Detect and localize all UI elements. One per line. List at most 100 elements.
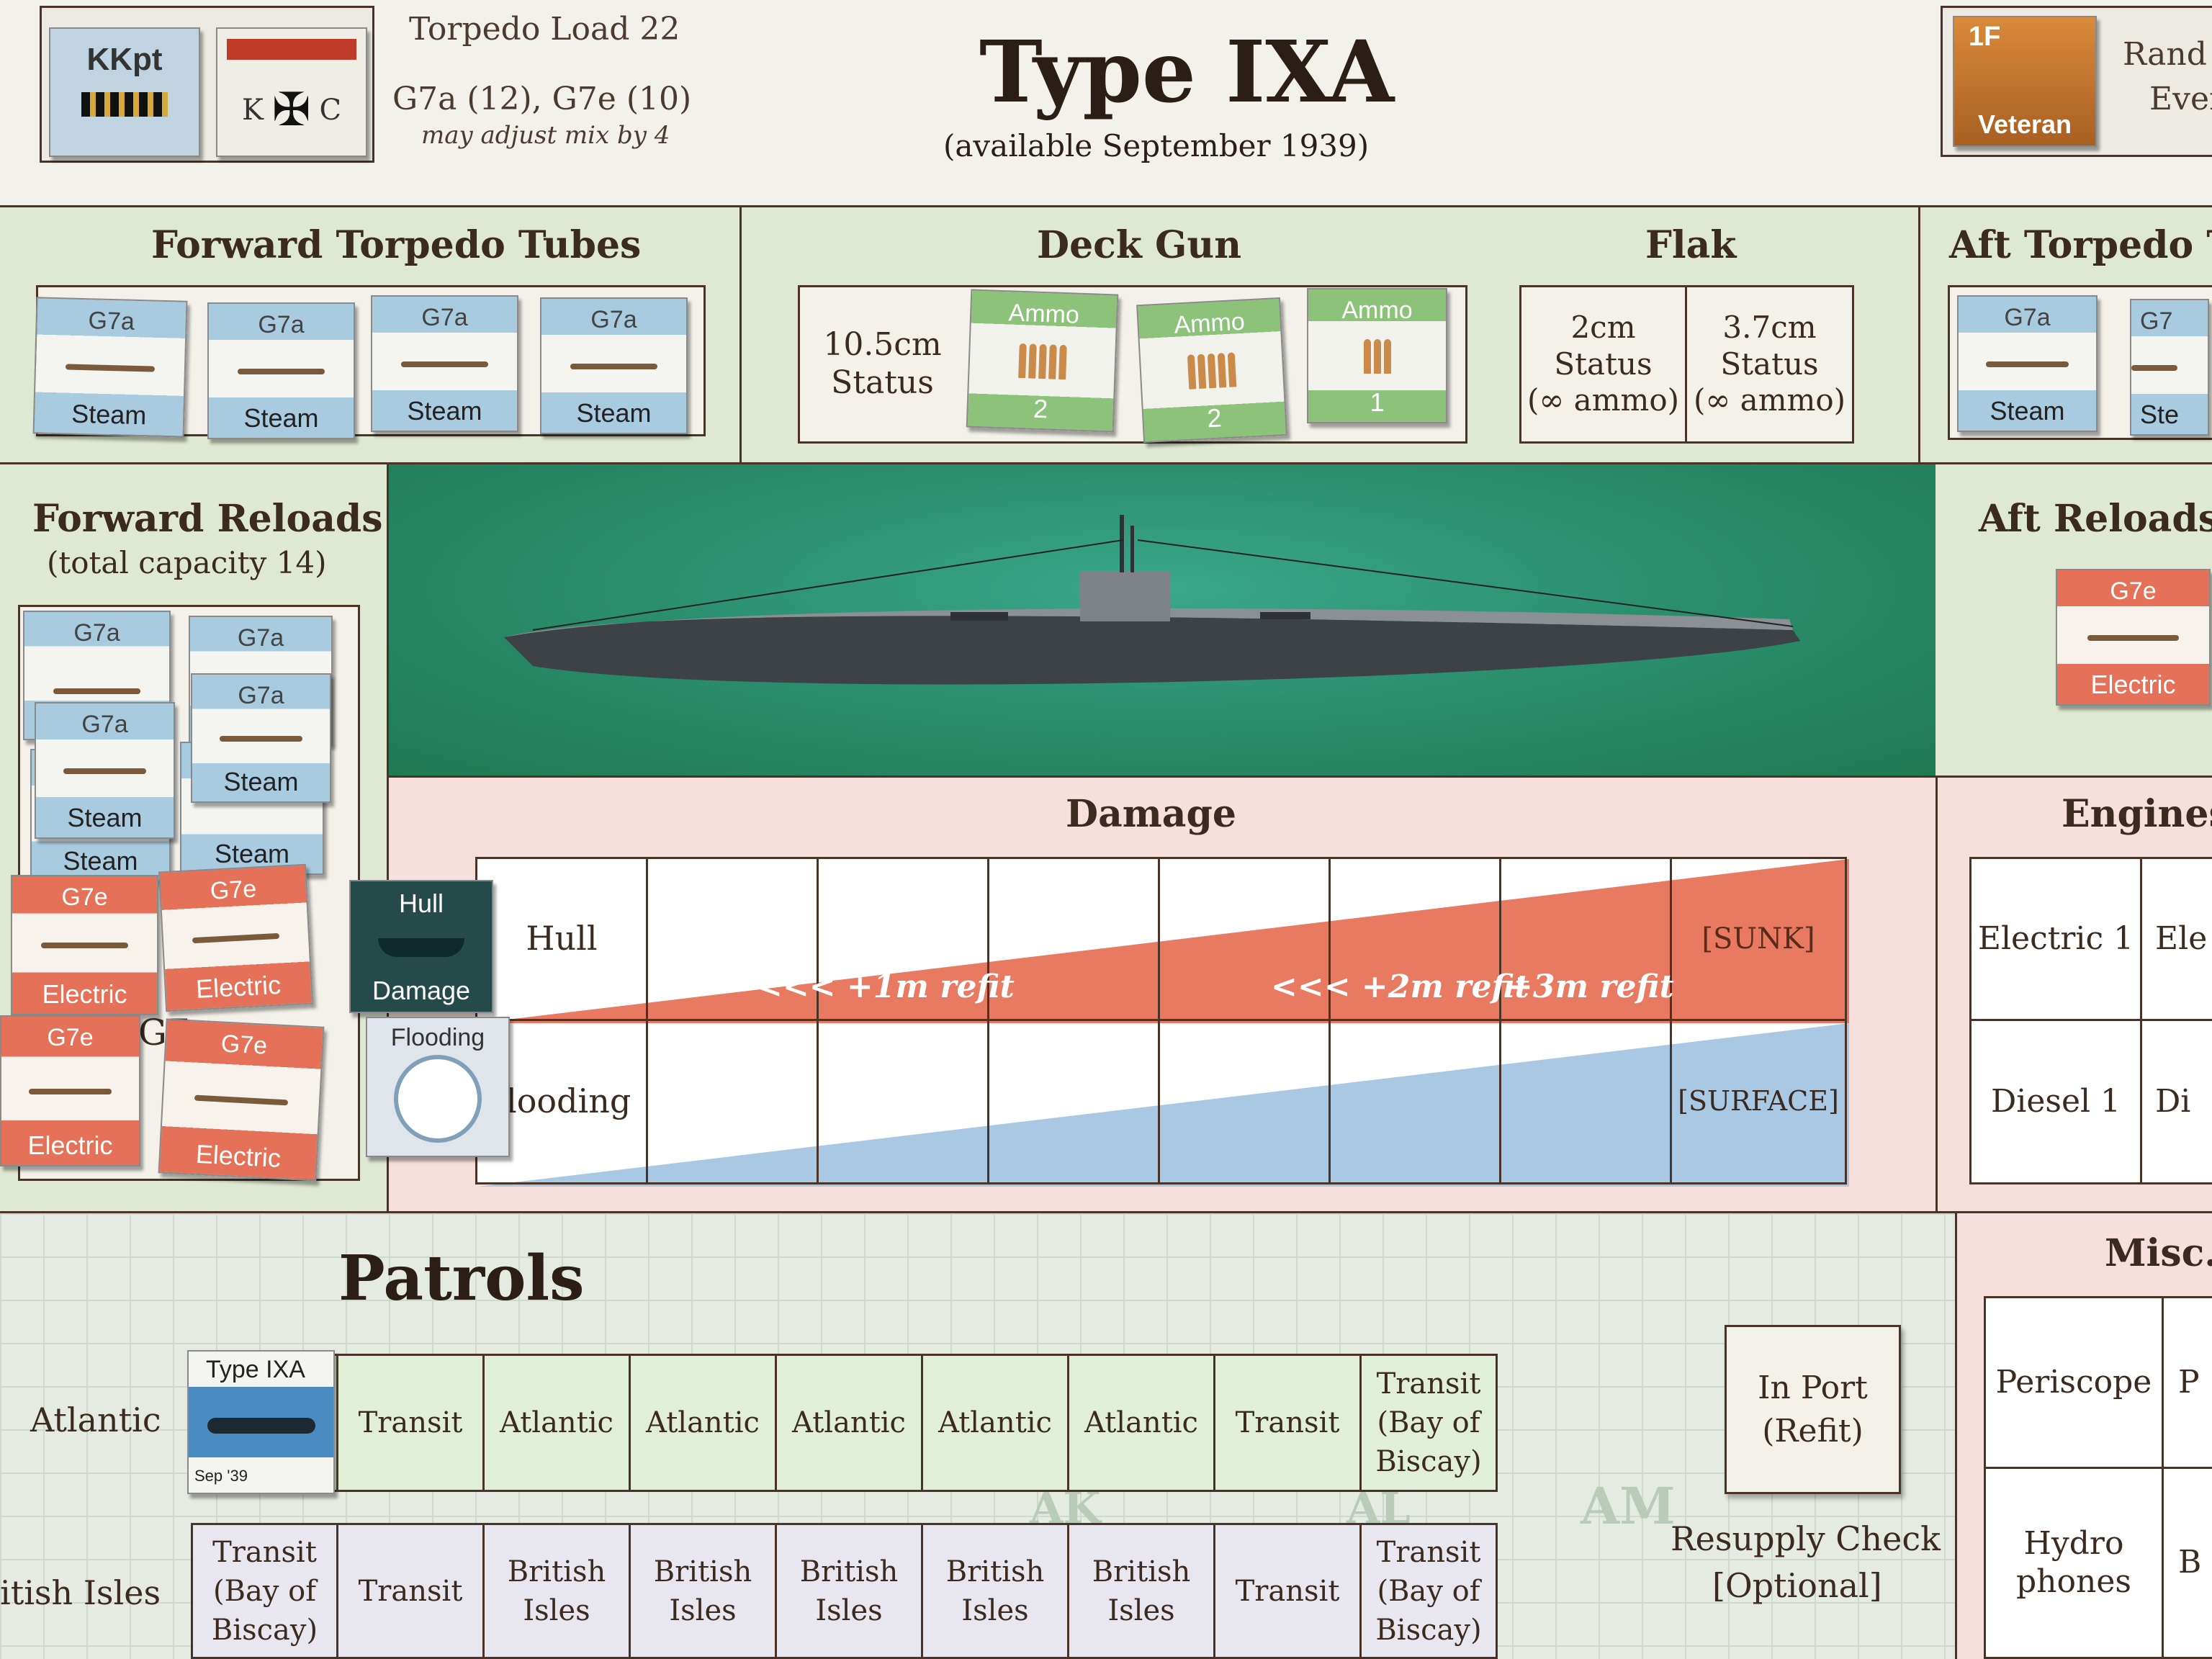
reload-counter-8[interactable]: G7e Electric	[158, 863, 313, 1012]
hull-marker-line2: Damage	[372, 976, 471, 1005]
ammo-3-count: 1	[1370, 387, 1385, 417]
u-boat-icon	[504, 515, 1800, 685]
aft-tube-1-prop: Steam	[1990, 396, 2065, 426]
submarine-image	[389, 464, 1936, 778]
torpedo-load: Torpedo Load 22	[409, 11, 680, 48]
atlantic-cell-3[interactable]: Atlantic	[629, 1354, 777, 1492]
atlantic-cell-7[interactable]: Transit	[1213, 1354, 1362, 1492]
british-cell-7[interactable]: British Isles	[1067, 1523, 1215, 1659]
hull-row-label: Hull	[475, 857, 648, 1021]
flak-2cm-caliber: 2cm	[1570, 310, 1636, 346]
header-strip: KKpt K ✠ C Torpedo Load 22 G7a (12), G7e…	[0, 0, 2212, 205]
british-cell-5[interactable]: British Isles	[775, 1523, 923, 1659]
rank-counter[interactable]: KKpt	[49, 27, 200, 157]
british-cell-6[interactable]: British Isles	[921, 1523, 1069, 1659]
knights-cross-counter[interactable]: K ✠ C	[216, 27, 367, 157]
british-cell-2[interactable]: Transit	[336, 1523, 485, 1659]
ammo-counter-1[interactable]: Ammo 2	[966, 289, 1119, 433]
tube-3-prop: Steam	[407, 396, 482, 426]
reload-counter-3[interactable]: G7a Steam	[35, 702, 175, 839]
torpedo-icon	[66, 363, 155, 372]
british-cell-1[interactable]: Transit (Bay of Biscay)	[191, 1523, 338, 1659]
torpedo-icon	[53, 688, 140, 694]
rank-stripes-icon	[81, 92, 168, 117]
forward-tube-4[interactable]: G7a Steam	[540, 297, 688, 434]
flood-cell-1[interactable]	[646, 1019, 819, 1184]
flood-surface-cell[interactable]: [SURFACE]	[1670, 1019, 1847, 1184]
flooding-marker[interactable]: Flooding	[366, 1017, 510, 1157]
british-cell-4[interactable]: British Isles	[629, 1523, 777, 1659]
forward-tube-2[interactable]: G7a Steam	[207, 302, 355, 439]
hydrophones-cell[interactable]: Hydro phones	[1984, 1467, 2164, 1659]
aft-tube-1[interactable]: G7a Steam	[1957, 295, 2098, 432]
torpedo-icon	[2131, 364, 2177, 371]
shells-icon	[1363, 338, 1391, 374]
flood-cell-3[interactable]	[987, 1019, 1160, 1184]
page-subtitle: (available September 1939)	[943, 128, 1370, 163]
aft-tube-2[interactable]: G7 Ste	[2130, 299, 2209, 436]
reload-4-type: G7a	[238, 682, 284, 709]
atlantic-row-label: Atlantic	[30, 1401, 161, 1439]
veteran-label: Veteran	[1977, 109, 2072, 139]
ammo-1-count: 2	[1033, 393, 1048, 424]
periscope-cell[interactable]: Periscope	[1984, 1296, 2164, 1469]
torpedo-icon	[63, 768, 146, 774]
misc-right-cell-2[interactable]: B	[2162, 1467, 2212, 1659]
flood-cell-5[interactable]	[1328, 1019, 1501, 1184]
refit-3-label: +3m refit	[1506, 968, 1674, 1005]
hull-damage-marker[interactable]: Hull Damage	[349, 880, 493, 1013]
ammo-counter-3[interactable]: Ammo 1	[1307, 288, 1447, 423]
misc-title: Misc.	[2105, 1231, 2212, 1275]
reload-counter-7[interactable]: G7e Electric	[11, 875, 158, 1015]
aft-tube-1-type: G7a	[2004, 304, 2051, 331]
reload-counter-4[interactable]: G7a Steam	[191, 673, 331, 803]
atlantic-cell-5[interactable]: Atlantic	[921, 1354, 1069, 1492]
aft-reload-counter[interactable]: G7e Electric	[2056, 569, 2211, 706]
british-row-label: itish Isles	[0, 1573, 161, 1612]
torpedo-icon	[220, 735, 302, 742]
british-cell-9[interactable]: Transit (Bay of Biscay)	[1359, 1523, 1498, 1659]
british-cell-3[interactable]: British Isles	[482, 1523, 631, 1659]
atlantic-cell-4[interactable]: Atlantic	[775, 1354, 923, 1492]
flak-37cm[interactable]: 3.7cm Status (∞ ammo)	[1685, 285, 1854, 444]
aft-reloads-title: Aft Reloads	[1979, 497, 2212, 541]
forward-tube-3[interactable]: G7a Steam	[371, 295, 518, 432]
diesel-1-cell[interactable]: Diesel 1	[1969, 1019, 2142, 1184]
reload-7-type: G7e	[61, 884, 108, 911]
veteran-counter[interactable]: 1F Veteran	[1953, 16, 2097, 147]
torpedo-mix: G7a (12), G7e (10)	[392, 81, 692, 117]
ammo-2-label: Ammo	[1173, 307, 1246, 339]
flood-cell-6[interactable]	[1499, 1019, 1672, 1184]
electric-2-cell[interactable]: Ele	[2140, 857, 2212, 1021]
in-port-cell[interactable]: In Port (Refit)	[1725, 1325, 1901, 1494]
electric-1-cell[interactable]: Electric 1	[1969, 857, 2142, 1021]
atlantic-cell-1[interactable]: Transit	[336, 1354, 485, 1492]
patrol-marker[interactable]: Type IXA Sep '39	[187, 1350, 335, 1494]
refit-2-label: <<< +2m refit	[1271, 968, 1529, 1005]
aft-tube-2-prop: Ste	[2140, 400, 2180, 429]
torpedo-icon	[192, 932, 279, 944]
hull-marker-line1: Hull	[398, 889, 444, 918]
hydrophones-line1: Hydro	[2023, 1524, 2124, 1562]
reload-7-prop: Electric	[42, 979, 127, 1009]
flood-cell-4[interactable]	[1158, 1019, 1331, 1184]
reload-counter-10[interactable]: G7e Electric	[158, 1018, 325, 1182]
flak-2cm[interactable]: 2cm Status (∞ ammo)	[1519, 285, 1687, 444]
atlantic-cell-8[interactable]: Transit (Bay of Biscay)	[1359, 1354, 1498, 1492]
patrol-marker-top: Type IXA	[206, 1356, 305, 1383]
flak-title: Flak	[1645, 223, 1737, 267]
forward-tube-1[interactable]: G7a Steam	[32, 297, 188, 438]
reload-8-type: G7e	[209, 875, 258, 905]
flood-cell-2[interactable]	[817, 1019, 989, 1184]
reload-counter-9[interactable]: G7e Electric	[0, 1015, 140, 1166]
ammo-counter-2[interactable]: Ammo 2	[1136, 297, 1287, 444]
deck-gun-status[interactable]: 10.5cm Status	[798, 285, 967, 444]
misc-right-cell-1[interactable]: P	[2162, 1296, 2212, 1469]
atlantic-cell-6[interactable]: Atlantic	[1067, 1354, 1215, 1492]
diesel-2-cell[interactable]: Di	[2140, 1019, 2212, 1184]
hull-sunk-cell[interactable]: [SUNK]	[1670, 857, 1847, 1021]
gauge-icon	[394, 1055, 482, 1143]
aft-reload-prop: Electric	[2090, 670, 2176, 699]
british-cell-8[interactable]: Transit	[1213, 1523, 1362, 1659]
atlantic-cell-2[interactable]: Atlantic	[482, 1354, 631, 1492]
